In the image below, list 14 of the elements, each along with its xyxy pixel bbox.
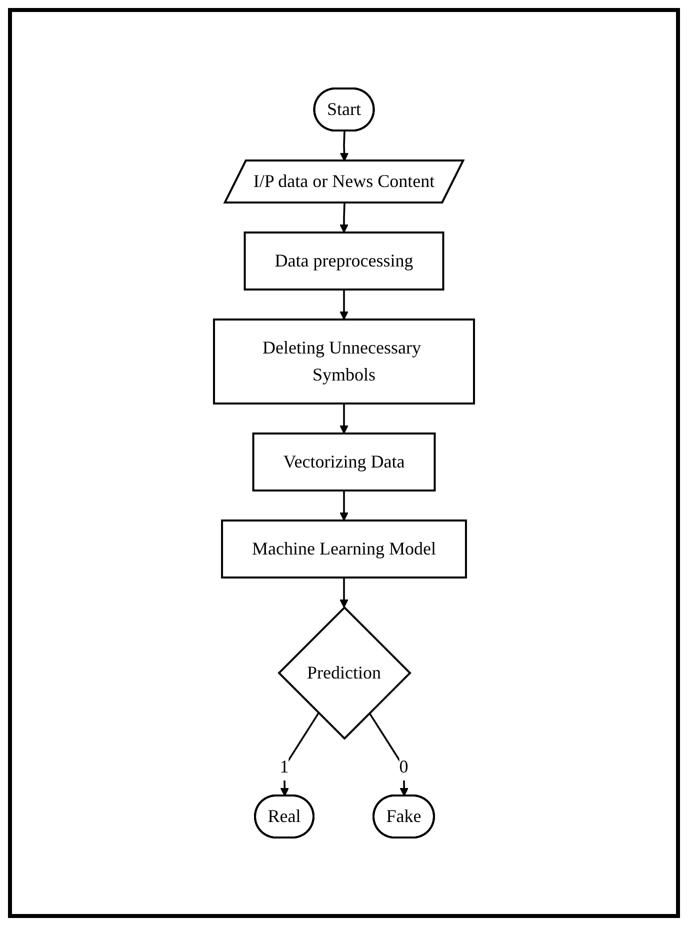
arrow	[340, 578, 348, 608]
node-box: Deleting Unnecessary Symbols	[213, 318, 475, 404]
node-box: Vectorizing Data	[252, 432, 436, 492]
arrow	[340, 490, 348, 521]
arrow	[340, 130, 349, 162]
arrow	[340, 290, 348, 320]
arrow	[340, 202, 348, 233]
node-diamond: Prediction	[278, 606, 412, 740]
edge-label: 1	[280, 756, 289, 776]
arrow	[368, 712, 408, 796]
arrow	[340, 404, 348, 434]
edge-label: 0	[399, 756, 408, 776]
node-box: Machine Learning Model	[221, 520, 467, 578]
node-box: Data preprocessing	[244, 232, 444, 290]
